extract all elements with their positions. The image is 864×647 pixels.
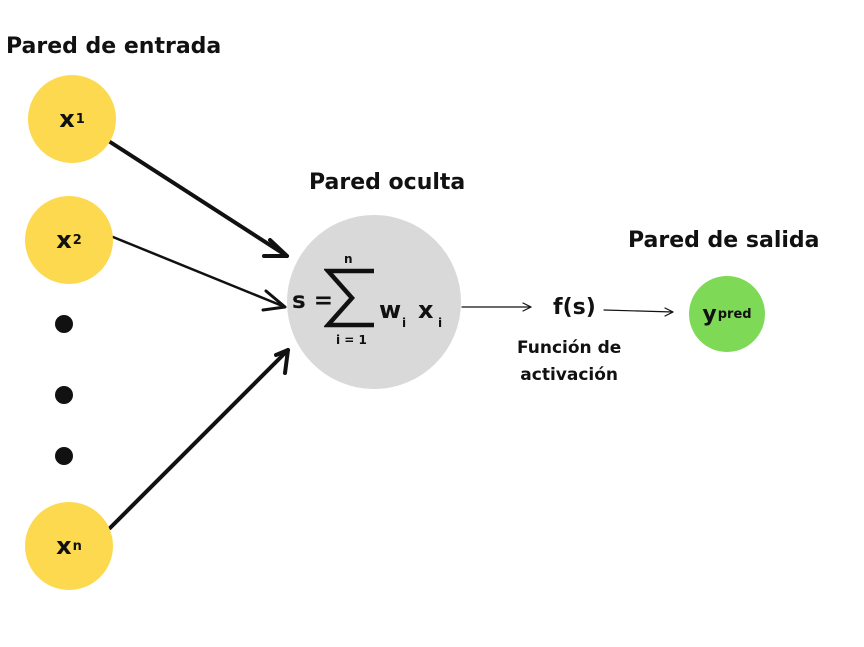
hidden-node (287, 215, 461, 389)
input-symbol: x (418, 296, 434, 324)
ellipsis-dot (55, 386, 73, 404)
weight-symbol: w (379, 296, 402, 324)
input-index: i (438, 316, 443, 330)
input-node-var: x (59, 105, 75, 133)
arrowhead-x2 (261, 289, 287, 312)
input-layer-title: Pared de entrada (6, 34, 222, 59)
ellipsis-dot (55, 447, 73, 465)
sigma-icon (324, 268, 374, 328)
input-node-sub: 2 (72, 232, 82, 248)
arrowhead-x1 (262, 238, 289, 258)
formula-lhs: s = (292, 288, 333, 314)
arrowhead-output (664, 307, 674, 317)
activation-function: f(s) (553, 295, 596, 320)
input-node-sub: 1 (75, 111, 85, 127)
arrow-xn-to-hidden (108, 348, 290, 530)
input-node-sub: n (72, 538, 82, 554)
sum-lower-bound: i = 1 (336, 333, 367, 347)
activation-label-line2: activación (520, 365, 619, 385)
output-sub: pred (717, 306, 752, 322)
output-layer-title: Pared de salida (628, 228, 820, 253)
activation-label-line1: Función de (517, 338, 622, 358)
input-node-var: x (56, 532, 72, 560)
hidden-layer-title: Pared oculta (309, 170, 466, 195)
weight-index: i (402, 316, 407, 330)
arrowhead-xn (274, 348, 290, 375)
output-var: y (702, 301, 717, 327)
input-node-var: x (56, 226, 72, 254)
ellipsis-dot (55, 315, 73, 333)
arrow-x1-to-hidden (105, 138, 289, 258)
arrowhead-activation (522, 302, 532, 312)
arrow-x2-to-hidden (111, 235, 287, 309)
sum-upper-bound: n (344, 252, 353, 266)
arrow-activation-to-output (603, 309, 674, 313)
activation-label: Función de activación (517, 335, 621, 389)
